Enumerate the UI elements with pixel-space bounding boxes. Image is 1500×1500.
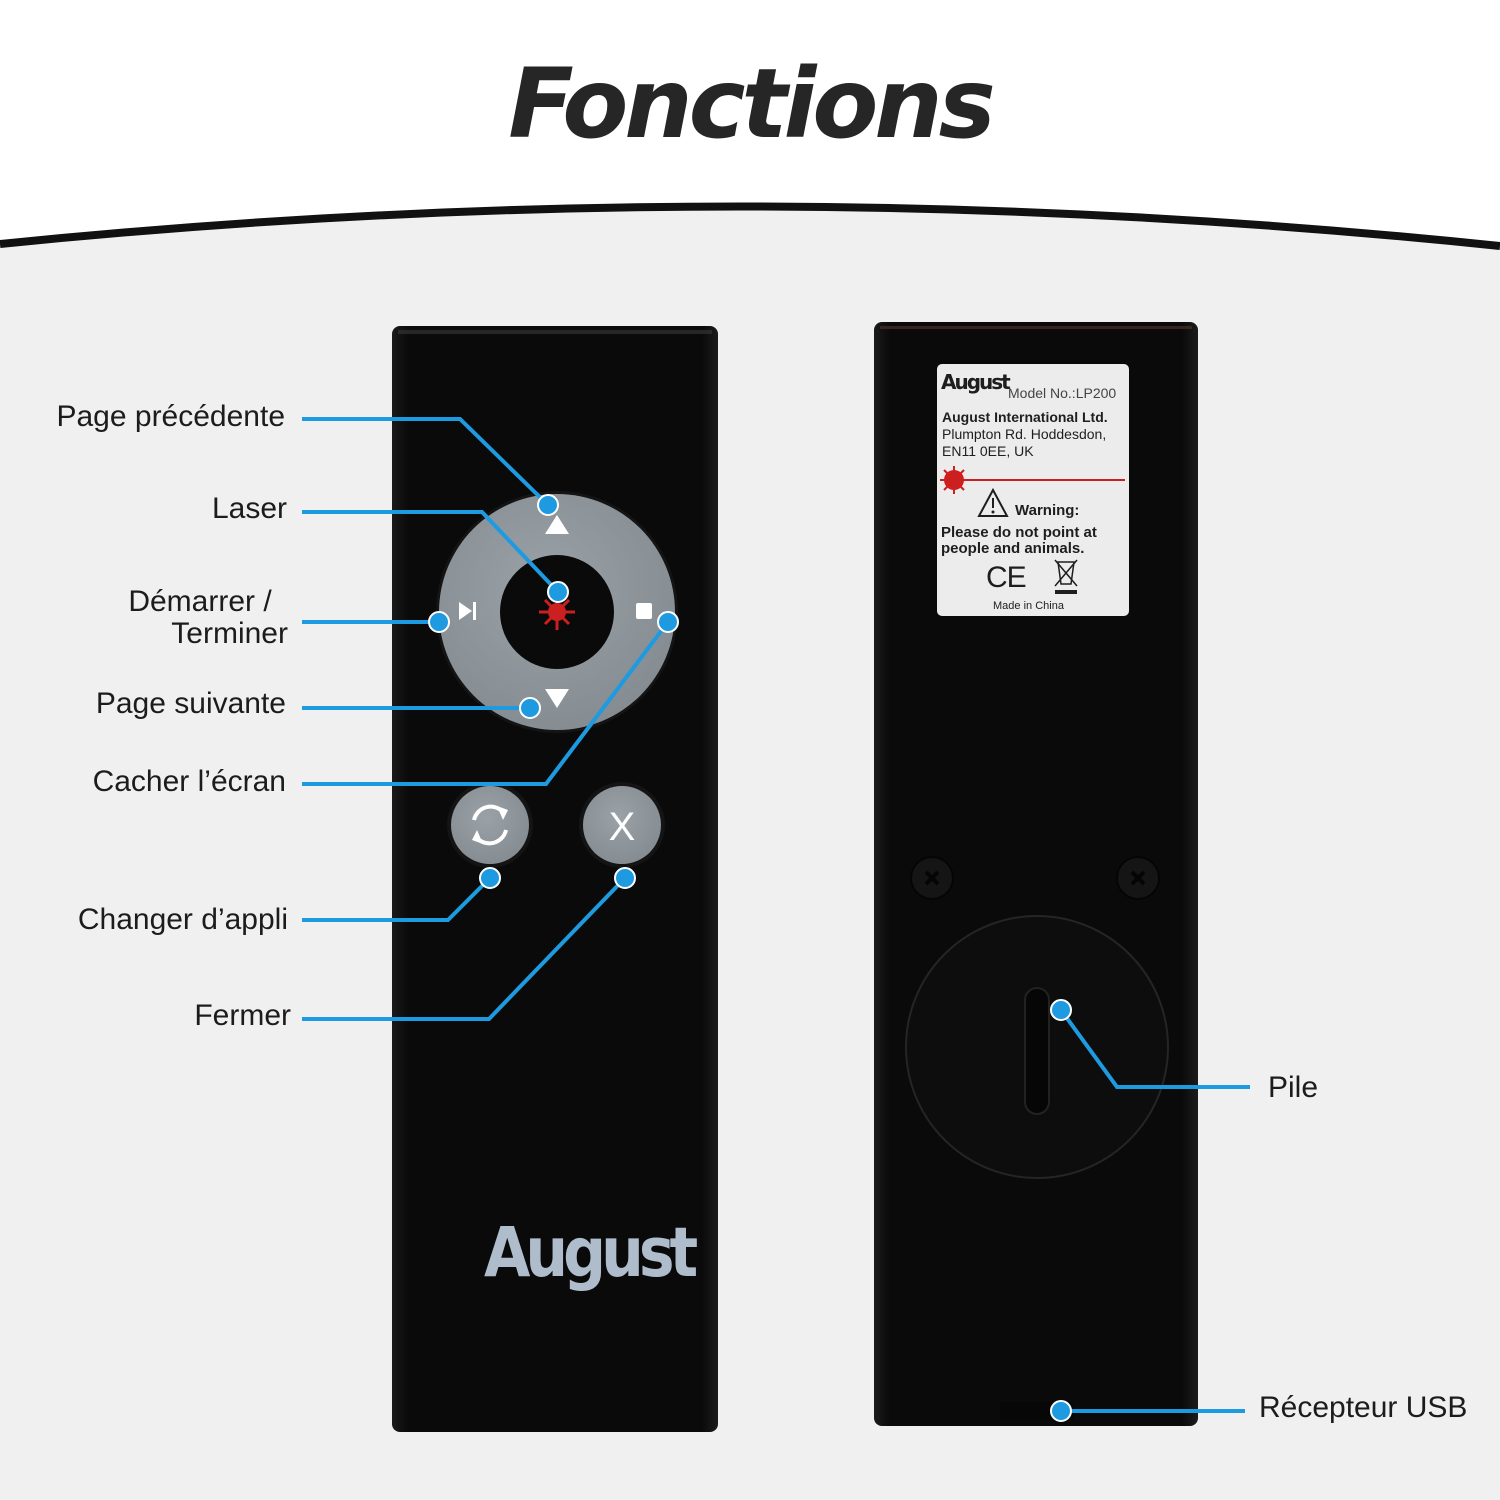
ce-mark: CE: [986, 561, 1027, 594]
weee-bin-icon: [1054, 559, 1078, 587]
sticker-address1: Plumpton Rd. Hoddesdon,: [942, 426, 1107, 442]
triangle-down-icon[interactable]: [545, 689, 569, 708]
label-hide-screen: Cacher l’écran: [92, 765, 286, 798]
play-pause-icon[interactable]: [459, 602, 476, 620]
label-start-line1: Démarrer /: [128, 585, 272, 618]
sticker-warning-line2: people and animals.: [941, 540, 1085, 557]
callout-lines: [302, 417, 1250, 1413]
x-icon: X: [609, 805, 636, 849]
label-switch-app: Changer d’appli: [77, 903, 288, 936]
product-label-sticker: August Model No.:LP200 August Internatio…: [937, 364, 1129, 616]
sticker-address2: EN11 0EE, UK: [942, 443, 1034, 459]
sticker-model: Model No.:LP200: [1008, 385, 1117, 401]
sticker-company: August International Ltd.: [942, 409, 1108, 425]
callout-dots: [428, 494, 1072, 1422]
laser-icon: [539, 594, 575, 630]
label-battery: Pile: [1268, 1071, 1319, 1104]
battery-slot[interactable]: [1024, 987, 1050, 1115]
label-page-next: Page suivante: [95, 687, 286, 720]
page-title: Fonctions: [508, 48, 996, 160]
label-laser: Laser: [211, 492, 287, 525]
dpad: [436, 491, 678, 733]
square-icon[interactable]: [636, 603, 652, 619]
brand-logo: August: [484, 1212, 698, 1294]
label-start-line2: Terminer: [171, 617, 288, 650]
sticker-logo: August: [941, 370, 1011, 394]
warning-icon: [977, 487, 1009, 517]
laser-warning-graphic: [940, 466, 1125, 594]
sticker-made-in: Made in China: [993, 600, 1064, 612]
sticker-warning-line1: Please do not point at: [941, 524, 1097, 541]
label-page-prev: Page précédente: [56, 400, 285, 433]
label-close: Fermer: [194, 999, 291, 1032]
triangle-up-icon[interactable]: [545, 515, 569, 534]
switch-app-button[interactable]: [447, 782, 533, 868]
sticker-warning-title: Warning:: [1015, 502, 1080, 519]
label-usb-receiver: Récepteur USB: [1259, 1391, 1468, 1424]
close-app-button[interactable]: X: [579, 782, 665, 868]
